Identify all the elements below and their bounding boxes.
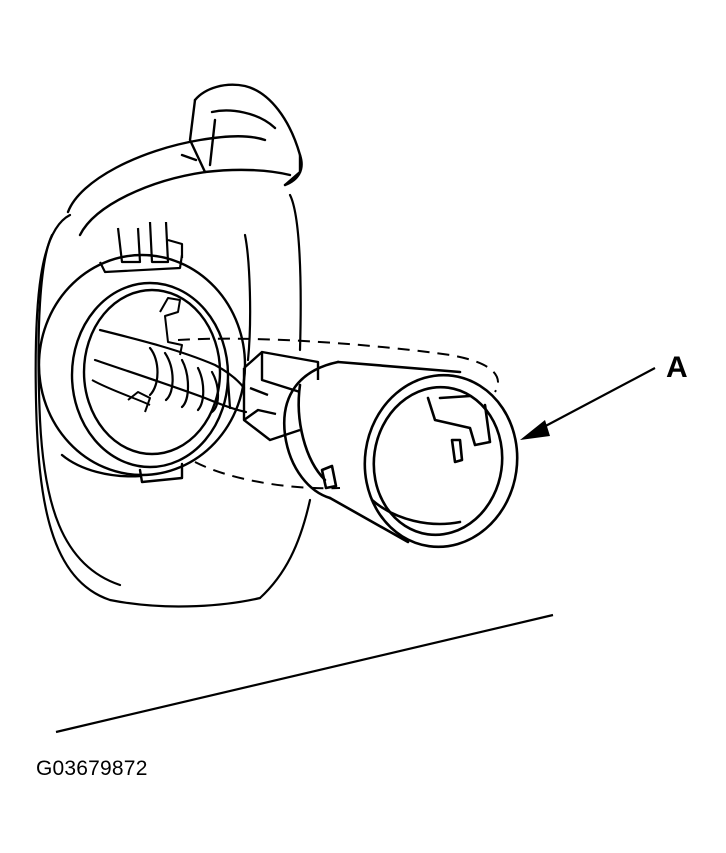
socket-inner-clip: [91, 297, 183, 413]
installation-path: [177, 337, 499, 490]
socket-part-a: [282, 360, 519, 549]
cover-hinge: [99, 221, 184, 274]
panel-outline: [34, 193, 312, 608]
callout-label-a: A: [666, 351, 688, 384]
callout-arrow: [520, 367, 656, 440]
surface-edge-line: [55, 613, 554, 734]
socket-housing: [37, 253, 247, 484]
socket-cover: [66, 83, 303, 237]
harness-connector: [242, 350, 320, 442]
figure-id: G03679872: [36, 757, 148, 780]
wiring-harness: [93, 328, 248, 414]
